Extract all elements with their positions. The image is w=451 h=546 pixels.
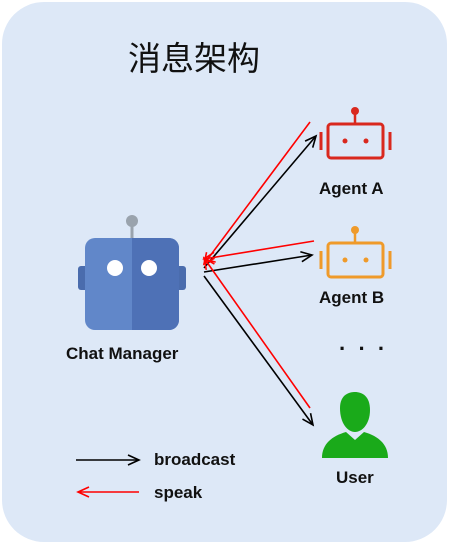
user-person-icon (322, 392, 388, 458)
speak-arrow-from-agent-b (202, 240, 315, 263)
legend-broadcast-label: broadcast (154, 450, 236, 469)
speak-arrow-from-agent-a (202, 121, 311, 266)
legend-speak-label: speak (154, 483, 203, 502)
user-label: User (336, 468, 374, 487)
broadcast-arrow-to-user (203, 275, 315, 427)
diagram-title: 消息架构 (128, 39, 260, 78)
agent-a-label: Agent A (319, 179, 384, 198)
agent-b-robot-icon (319, 226, 392, 279)
more-agents-ellipsis: · · · (339, 336, 389, 361)
speak-arrow-from-user (202, 256, 311, 409)
broadcast-arrow-to-agent-b (203, 251, 314, 273)
chat-manager-robot-icon (78, 215, 186, 330)
agent-a-robot-icon (319, 107, 392, 160)
broadcast-arrow-to-agent-a (203, 134, 318, 269)
agent-b-label: Agent B (319, 288, 385, 307)
chat-manager-label: Chat Manager (66, 344, 179, 363)
